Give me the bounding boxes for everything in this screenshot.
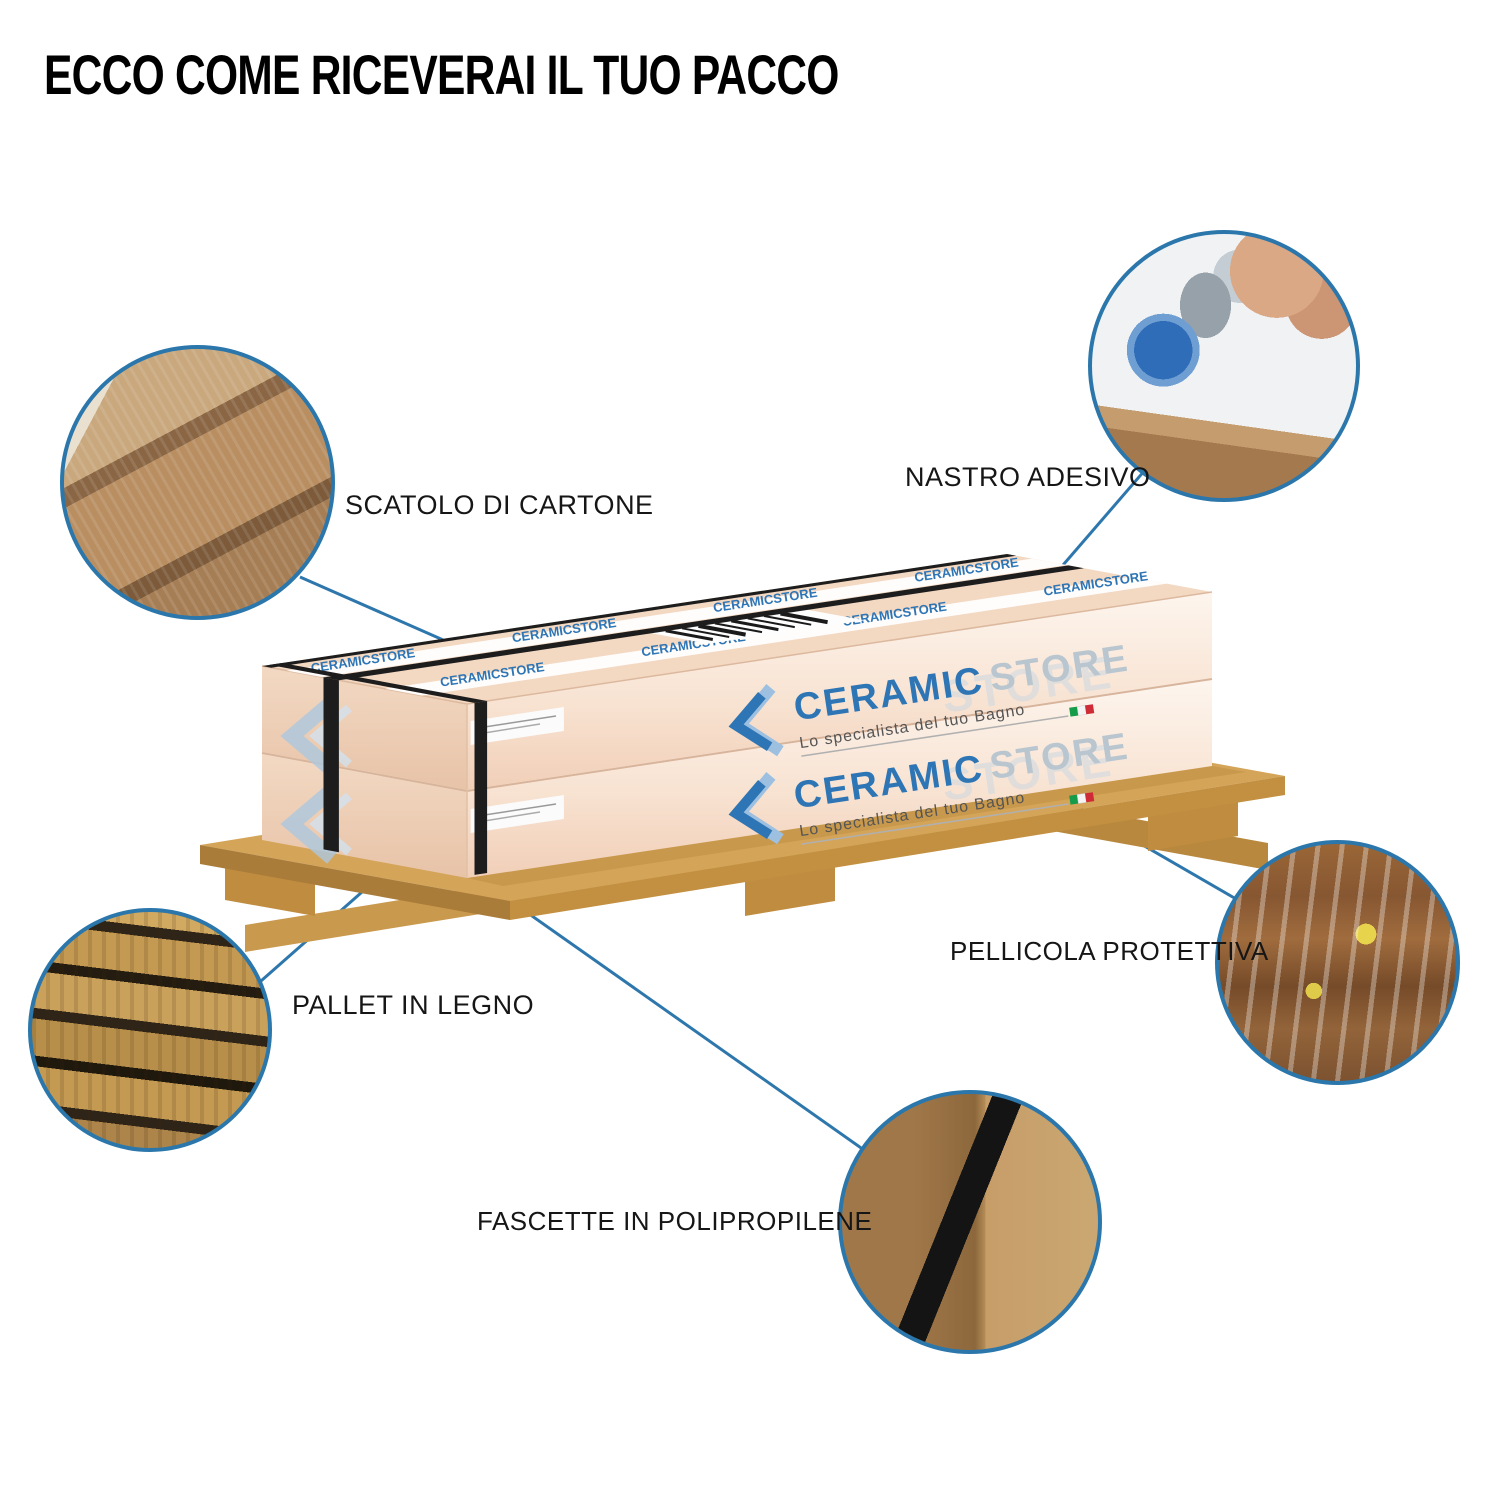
chevron-icon [728, 692, 773, 751]
straps-photo [838, 1090, 1102, 1354]
connector-straps [480, 878, 865, 1152]
pallet-deck-front [510, 776, 1285, 920]
strap-top-back [262, 554, 1017, 668]
chevron-icon [728, 780, 773, 839]
strap-bands [262, 554, 1084, 875]
pallet-deck-left [200, 845, 510, 920]
italian-flag-icon [1069, 706, 1079, 717]
logo-rule [801, 803, 1069, 845]
strap-front-vertical [474, 701, 488, 875]
strap-top-girth [269, 663, 488, 703]
adhesive-tape-photo [1088, 230, 1360, 502]
shipping-label [470, 795, 564, 833]
cardboard-package-illustration: STORE STORE CERAMIC STORE Lo specialista… [261, 554, 1213, 878]
page-title: ECCO COME RICEVERAI IL TUO PACCO [44, 43, 839, 106]
shipping-label [470, 707, 564, 745]
label-line [477, 811, 541, 823]
strap-end-vertical [323, 677, 339, 853]
label-nastro-adesivo: NASTRO ADESIVO [905, 462, 1151, 492]
label-fascette-in-polipropilene: FASCETTE IN POLIPROPILENE [477, 1206, 873, 1236]
label-line [477, 803, 557, 817]
box-front-lower [467, 680, 1212, 878]
italian-flag-icon [1084, 792, 1095, 803]
label-pallet-in-legno: PALLET IN LEGNO [292, 990, 535, 1020]
box-front-upper [467, 592, 1212, 790]
box-gap-front [466, 678, 1213, 792]
logo-rule [801, 715, 1069, 757]
italian-flag-icon [1084, 704, 1095, 715]
protective-film-photo [1215, 840, 1460, 1085]
barcode-label [640, 607, 865, 644]
tape-strip [385, 576, 1167, 696]
barcode-bars [665, 611, 828, 641]
label-scatolo-di-cartone: SCATOLO DI CARTONE [345, 490, 654, 520]
cardboard-box-photo [60, 345, 335, 620]
box-shadow [467, 766, 1246, 886]
label-line [477, 715, 557, 729]
italian-flag-icon [1076, 705, 1087, 716]
chevron-icon [280, 784, 337, 864]
tape-strip [286, 558, 1067, 677]
chevron-icon [280, 696, 337, 776]
wooden-pallet-photo [28, 908, 272, 1152]
italian-flag-icon [1069, 794, 1079, 805]
strap-top-long [323, 565, 1084, 681]
box-edge-topfront [466, 591, 1213, 705]
shipping-labels [470, 707, 564, 833]
box-gap-end [261, 752, 468, 792]
connector-cardboard [299, 575, 467, 652]
italian-flag-icon [1076, 793, 1087, 804]
label-line [477, 723, 541, 735]
label-pellicola-protettiva: PELLICOLA PROTETTIVA [950, 936, 1269, 966]
pallet-block-right [1148, 801, 1238, 851]
